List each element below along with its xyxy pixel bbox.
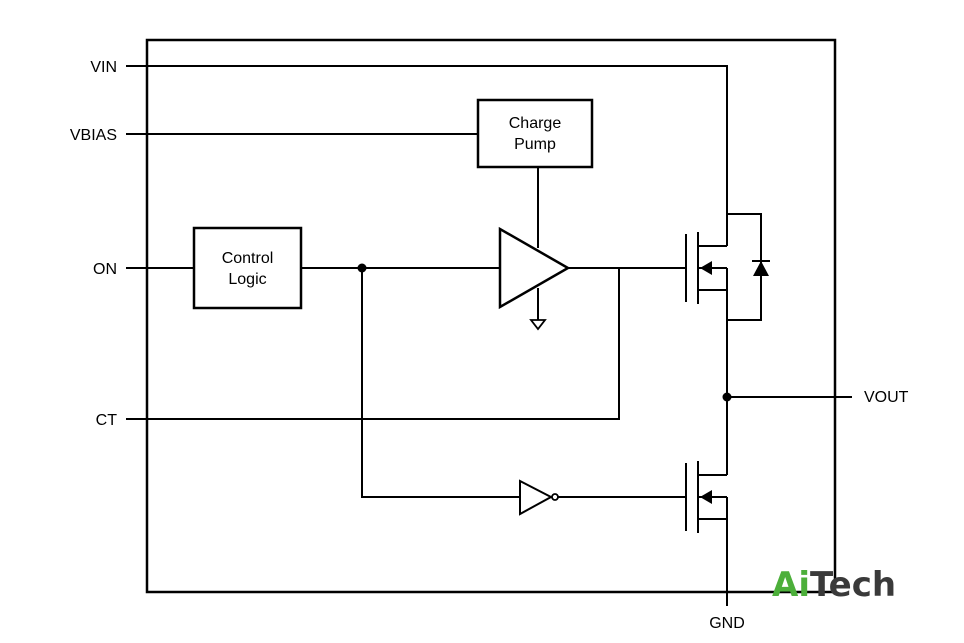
pin-label-vout: VOUT — [864, 389, 909, 406]
junction-dot-vout — [722, 392, 732, 402]
control-logic-label-line1: Control — [222, 250, 274, 267]
watermark-part1: Ai — [772, 565, 810, 605]
body-diode-loop — [727, 213, 762, 321]
ct-wire — [126, 268, 620, 420]
gate-driver-amplifier-icon — [498, 226, 571, 310]
vin-wire — [126, 65, 728, 246]
watermark-part2: Tech — [810, 565, 896, 605]
body-diode-icon — [753, 261, 769, 276]
pin-label-gnd: GND — [709, 615, 745, 632]
charge-pump-label-line2: Pump — [514, 136, 556, 153]
inverter-bubble — [551, 493, 559, 501]
pin-label-vbias: VBIAS — [70, 127, 117, 144]
high-side-fet-icon — [685, 232, 728, 304]
pin-label-vin: VIN — [90, 59, 117, 76]
watermark-logo: AiTech — [772, 565, 896, 605]
charge-pump-block: Charge Pump — [476, 98, 594, 169]
charge-pump-label-line1: Charge — [509, 115, 562, 132]
control-logic-block: Control Logic — [192, 226, 303, 310]
control-logic-label-line2: Logic — [228, 271, 266, 288]
pin-label-ct: CT — [96, 412, 118, 429]
logic-to-inverter-wire — [361, 268, 520, 498]
ic-boundary — [145, 38, 837, 594]
junction-dot-logic — [357, 263, 367, 273]
inverter-icon — [519, 479, 554, 516]
pin-label-on: ON — [93, 261, 117, 278]
low-side-fet-icon — [685, 461, 728, 533]
ground-icon — [529, 319, 547, 331]
